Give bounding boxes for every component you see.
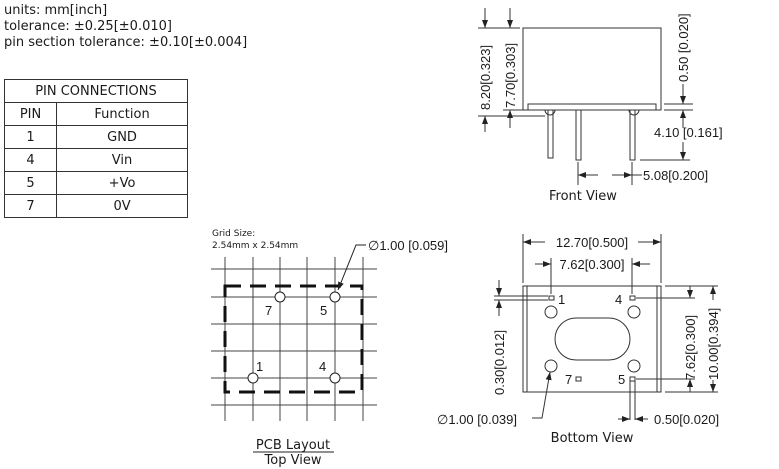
pin-square [548,295,555,301]
dim-pin-offset: 0.30[0.012] [492,330,507,395]
dim-pin-span: 7.62[0.300] [559,257,624,272]
dim-total-height: 8.20[0.323] [478,45,493,110]
hole-leader [337,244,366,291]
pin [575,109,582,161]
dim-standoff: 0.50 [0.020] [676,13,691,82]
pin [547,109,554,159]
pin-standoff [544,109,556,116]
bottom-view-title: Bottom View [551,431,634,446]
column-header-function: Function [56,102,188,126]
bottom-pin-label: 1 [558,292,565,307]
units-note: units: mm[inch] [4,3,108,18]
hole-pin-7 [274,291,286,303]
pcb-pin-label: 4 [319,359,326,374]
pin-function: 0V [56,194,188,218]
table-row: 5+Vo [3,171,188,195]
front-view [478,8,693,185]
grid-size-value: 2.54mm x 2.54mm [212,241,298,251]
dim-hole-diameter: ∅1.00 [0.039] [437,412,517,427]
bottom-pin-label: 7 [565,372,572,387]
pin-standoff [628,109,640,116]
pcb-pin-label: 7 [265,303,272,318]
bottom-pin-label: 5 [618,372,625,387]
standoff-hole [544,305,558,319]
bottom-view [494,234,718,422]
standoff-hole [544,359,558,373]
drawing-notes: units: mm[inch] tolerance: ±0.25[±0.010]… [4,3,247,51]
pin-function: +Vo [56,171,188,195]
hole-pin-1 [247,372,259,384]
dim-body-height: 7.70[0.303] [503,43,518,108]
pin-function: GND [56,125,188,149]
base-plate [527,103,657,111]
pcb-pin-label: 1 [256,359,263,374]
pin [629,109,636,161]
module-body [522,27,662,111]
dim-pin-width: 0.50[0.020] [654,412,719,427]
standoff-hole [627,305,641,319]
table-title: PIN CONNECTIONS [4,79,188,103]
pcb-pin-label: 5 [320,303,327,318]
pcb-grid [211,257,377,421]
dim-width: 12.70[0.500] [556,235,628,250]
pin-number: 1 [3,125,58,149]
pin-square [575,376,582,382]
column-header-pin: PIN [3,102,58,126]
bottom-pin-label: 4 [615,292,622,307]
pin-square [629,376,636,382]
tolerance-note: tolerance: ±0.25[±0.010] [4,19,172,34]
pcb-holes [247,291,341,384]
oval-cutout [554,317,631,361]
pcb-layout-subtitle: Top View [264,453,322,468]
front-view-title: Front View [549,189,617,204]
hole-pin-4 [329,372,341,384]
dim-depth: 10.00[0.394] [706,308,721,380]
pin-number: 7 [3,194,58,218]
standoff-hole [627,359,641,373]
pcb-hole-dim: ∅1.00 [0.059] [368,238,448,253]
grid-size-label: Grid Size: [212,229,255,239]
dim-pin-span-vertical: 7.62[0.300] [683,315,698,380]
dim-pin-length: 4.10 [0.161] [654,125,723,140]
dim-pin-pitch: 5.08[0.200] [643,168,708,183]
pin-tolerance-note: pin section tolerance: ±0.10[±0.004] [4,35,248,50]
hole-pin-5 [329,291,341,303]
pin-number: 4 [3,148,58,172]
pcb-layout-title: PCB Layout [256,438,330,453]
module-outline [223,284,364,394]
pin-square [629,295,636,301]
